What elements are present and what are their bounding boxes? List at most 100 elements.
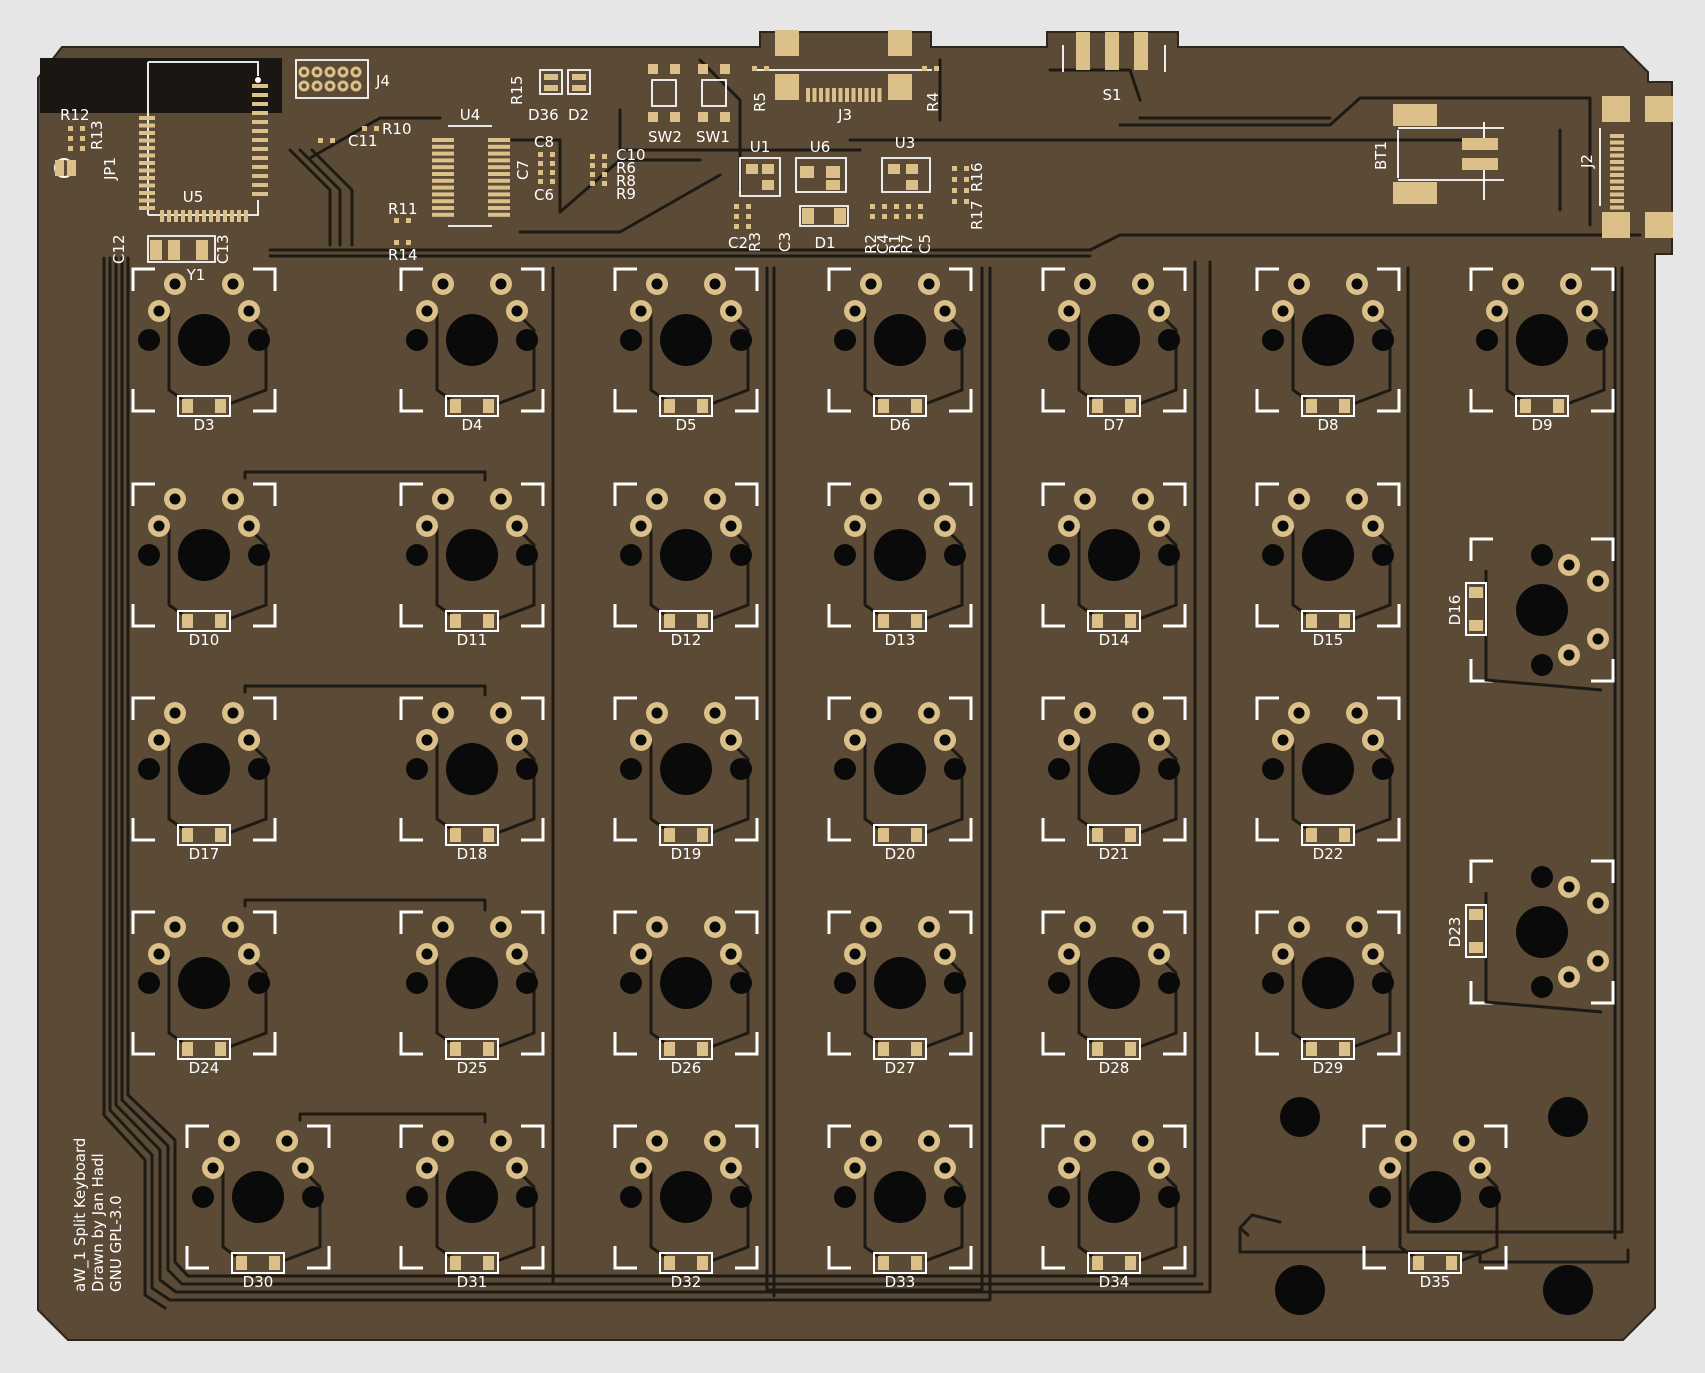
key-outline [399,1124,545,1270]
key-outline [1469,859,1615,1005]
key-outline [1255,482,1401,628]
switch-pin-drill [1277,948,1289,960]
component-label: R16 [968,162,986,192]
diode-outline [445,395,499,417]
key-outline [827,267,973,413]
u4-outline [448,125,492,227]
button-pad [698,112,708,122]
switch-center-hole [874,314,926,366]
cap-pad [318,138,323,143]
diode-pad [182,1042,193,1056]
diode-pad [215,1042,226,1056]
diode-outline [1408,1252,1462,1274]
switch-center-hole [874,957,926,1009]
switch-peg-hole [1372,544,1394,566]
diode-pad [1092,614,1103,628]
switch-pin-drill [511,1162,523,1174]
u5-pin [174,210,178,222]
switch-center-hole [1302,957,1354,1009]
sw1-outline [701,79,727,107]
u4-pin [488,138,510,142]
usb-pin [1610,205,1624,210]
switch-peg-hole [1048,1186,1070,1208]
diode-pad [911,1042,922,1056]
ic-pad [746,164,758,174]
resistor-pad [80,146,85,151]
diode-label: D34 [1099,1273,1130,1291]
switch-pin-drill [1137,707,1149,719]
key-outline [131,910,277,1056]
usb-pin [1610,173,1624,177]
switch-pin-drill [207,1162,219,1174]
battery-pad [1462,158,1498,170]
switch-peg-hole [1262,972,1284,994]
switch-peg-hole [1372,329,1394,351]
u4-pin [488,165,510,170]
u5-pin [216,210,220,222]
switch-pin-drill [511,520,523,532]
component-label: Y1 [186,266,206,284]
key-trace [924,311,964,406]
button-pad [720,112,730,122]
y1-pad [196,240,208,260]
j4-pin [298,80,310,92]
switch-center-hole [1088,1171,1140,1223]
usb-pin [1610,186,1624,190]
switch-peg-hole [406,758,428,780]
switch-pin-drill [1351,707,1363,719]
diode-label: D11 [457,631,488,649]
ic-pad [826,166,840,178]
j4-pin [324,80,336,92]
resistor-pad [80,136,85,141]
diode-label: D31 [457,1273,488,1291]
diode-pad [1469,909,1483,920]
resistor-pad [68,126,73,131]
diode-pad [1125,828,1136,842]
key-switch: D21 [1041,696,1187,863]
cap-pad [746,224,751,229]
diode-pad [269,1256,280,1270]
switch-pin-drill [1581,305,1593,317]
u4-pin [432,206,454,210]
resistor-pad [870,204,875,209]
key-trace [710,740,750,835]
key-switch: D17 [131,696,277,863]
switch-center-hole [1302,743,1354,795]
switch-pin-drill [725,305,737,317]
cap-pad [550,179,555,184]
component-label: R2 [862,234,880,254]
key-switch: D4 [399,267,545,434]
key-trace [1138,954,1178,1049]
u5-pin [139,153,155,158]
switch-peg-hole [516,1186,538,1208]
switch-center-hole [178,529,230,581]
switch-peg-hole [730,758,752,780]
y1-pad [150,240,162,260]
switch-peg-hole [516,758,538,780]
resistor-pad [394,218,399,223]
u5-pin [252,129,268,133]
component-label: C2 [728,234,748,252]
switch-peg-hole [1048,972,1070,994]
switch-pin-drill [421,1162,433,1174]
switch-pin-drill [923,921,935,933]
u4-pin [432,192,454,197]
component-label: R1 [886,234,904,254]
diode-label: D15 [1313,631,1344,649]
j4-pin [350,66,362,78]
switch-pin-drill [1293,921,1305,933]
switch-pin-drill [939,1162,951,1174]
switch-pin-drill [635,305,647,317]
component-label: R8 [616,172,636,190]
diode-pad [878,1256,889,1270]
switch-pad [1134,32,1148,70]
switch-center-hole [1088,314,1140,366]
switch-pin-drill [421,734,433,746]
diode-outline [873,395,927,417]
diode-pad [1125,1256,1136,1270]
resistor-pad [906,204,911,209]
key-trace [1352,954,1392,1049]
diode-label: D13 [885,631,916,649]
u4-pin [488,172,510,176]
diode-pad [1306,399,1317,413]
